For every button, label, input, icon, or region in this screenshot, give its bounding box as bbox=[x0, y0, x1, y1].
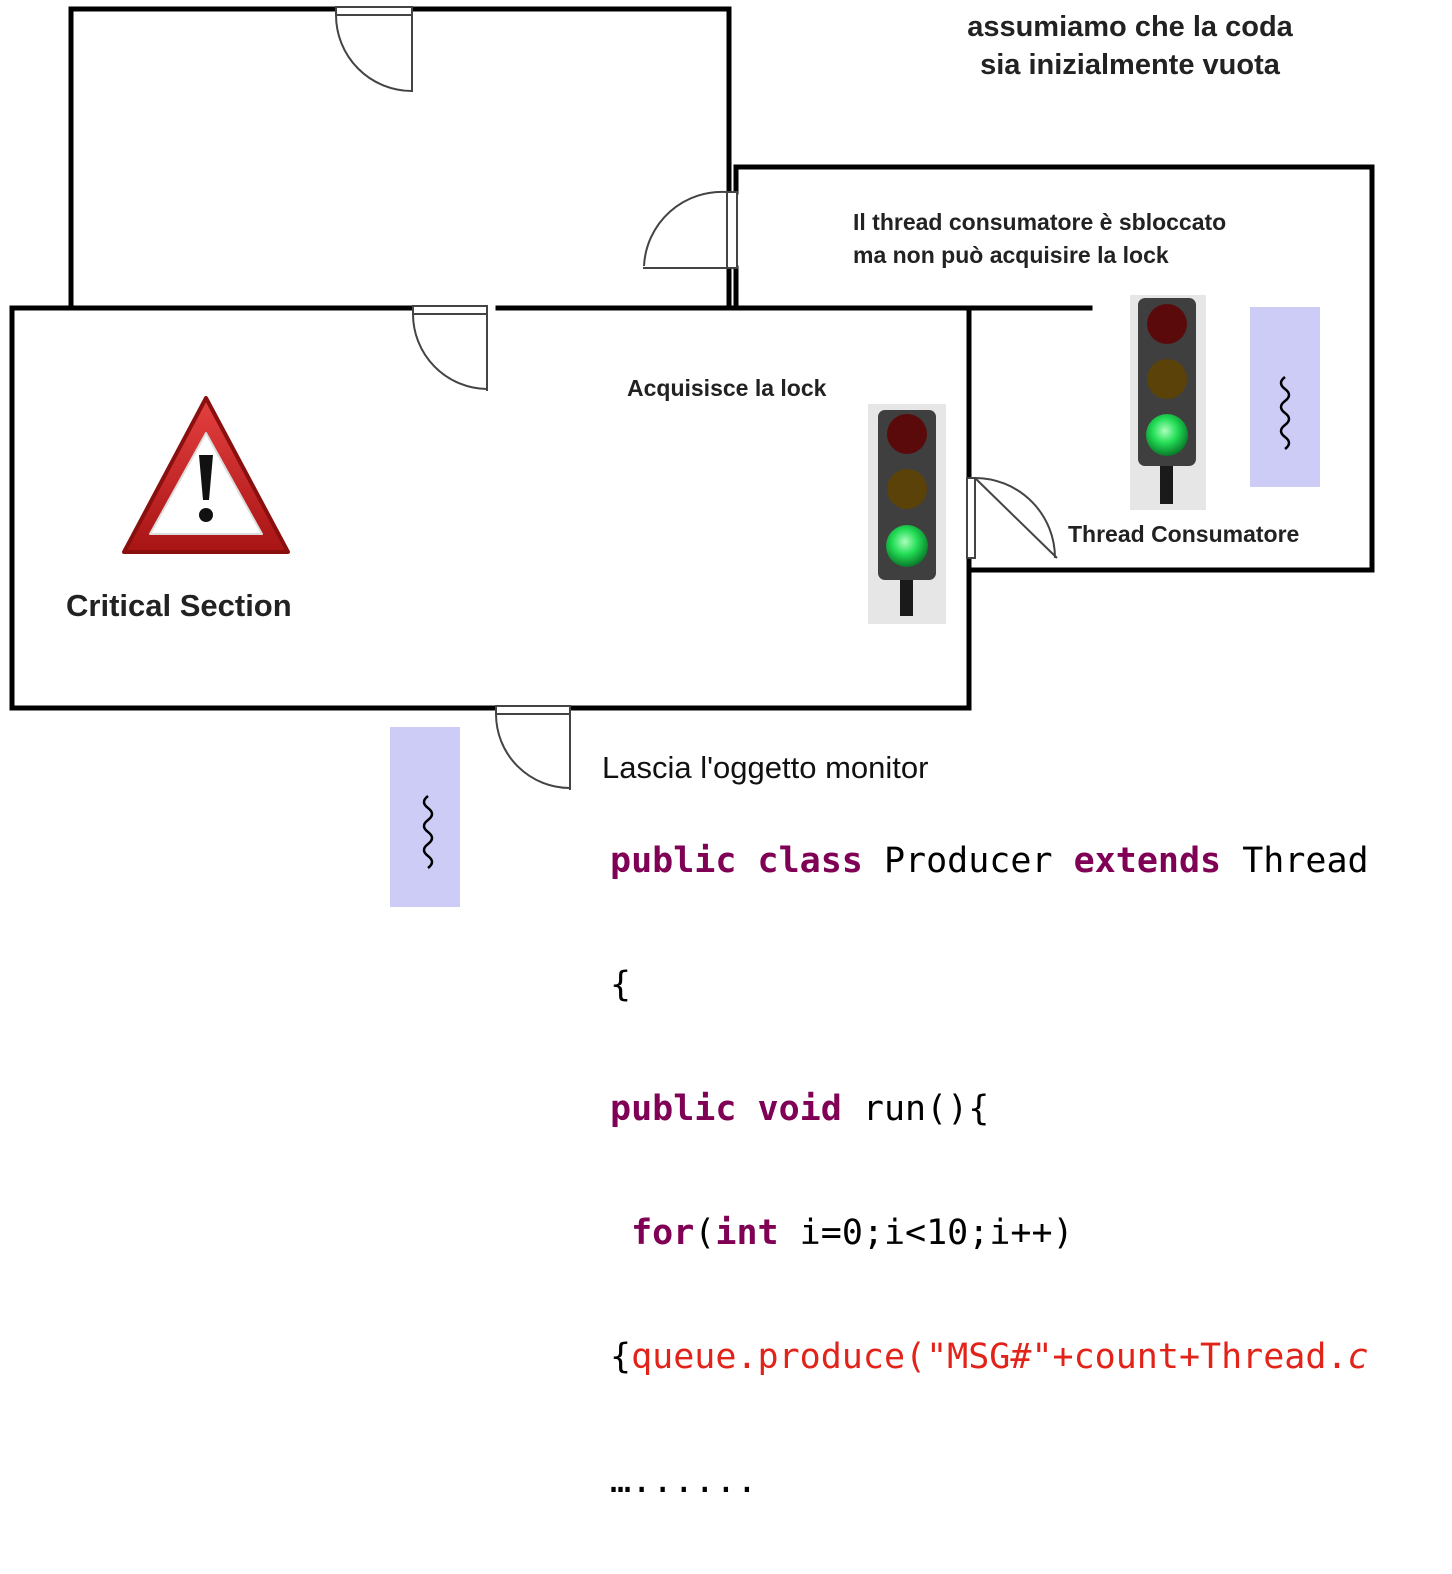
initial-queue-note-line2: sia inizialmente vuota bbox=[980, 49, 1280, 81]
code-call: queue.produce("MSG#"+count+Thread. bbox=[631, 1337, 1348, 1377]
thread-consumer-label: Thread Consumatore bbox=[1068, 521, 1300, 547]
consumer-status-note-line2: ma non può acquisire la lock bbox=[853, 242, 1169, 268]
code-method: run(){ bbox=[862, 1089, 990, 1129]
code-line-5: {queue.produce("MSG#"+count+Thread.c bbox=[610, 1326, 1452, 1388]
code-keyword: public bbox=[610, 841, 737, 881]
code-line-1: public class Producer extends Thread bbox=[610, 830, 1452, 892]
code-loop-expr: i=0;i<10;i++) bbox=[799, 1213, 1074, 1253]
room-back bbox=[68, 6, 732, 307]
door-back-right bbox=[643, 190, 738, 269]
code-call-cut: c bbox=[1347, 1337, 1369, 1377]
door-bottom-main bbox=[495, 705, 571, 790]
door-top-main bbox=[412, 305, 488, 391]
acquire-lock-label: Acquisisce la lock bbox=[627, 375, 827, 401]
code-type: Thread bbox=[1242, 841, 1369, 881]
code-brace: { bbox=[610, 1337, 632, 1377]
door-main-right bbox=[966, 477, 1058, 559]
code-keyword: int bbox=[715, 1213, 779, 1253]
warning-triangle-icon bbox=[122, 396, 290, 554]
traffic-light-main-icon bbox=[868, 404, 946, 624]
code-line-4: for(int i=0;i<10;i++) bbox=[610, 1202, 1452, 1264]
floor-plan-diagram bbox=[9, 6, 1375, 907]
code-keyword: extends bbox=[1073, 841, 1222, 881]
initial-queue-note: assumiamo che la coda sia inizialmente v… bbox=[920, 8, 1340, 84]
room-consumer bbox=[733, 164, 1375, 573]
leave-monitor-label: Lascia l'oggetto monitor bbox=[602, 750, 929, 785]
traffic-light-consumer-icon bbox=[1130, 295, 1206, 510]
door-top-back bbox=[335, 6, 413, 92]
code-keyword: public bbox=[610, 1089, 737, 1129]
code-keyword: void bbox=[757, 1089, 842, 1129]
code-paren: ( bbox=[694, 1213, 716, 1253]
code-line-2: { bbox=[610, 965, 632, 1005]
consumer-status-note-line1: Il thread consumatore è sbloccato bbox=[853, 209, 1227, 235]
room-critical-section bbox=[9, 305, 1093, 711]
producer-code-block: public class Producer extends Thread { p… bbox=[610, 768, 1452, 1574]
code-keyword: for bbox=[631, 1213, 695, 1253]
consumer-thread-icon bbox=[1250, 307, 1320, 487]
code-keyword: class bbox=[757, 841, 863, 881]
consumer-status-note: Il thread consumatore è sbloccato ma non… bbox=[853, 206, 1226, 272]
critical-section-label: Critical Section bbox=[66, 588, 292, 623]
code-class-name: Producer bbox=[883, 841, 1053, 881]
initial-queue-note-line1: assumiamo che la coda bbox=[967, 11, 1293, 43]
producer-thread-icon bbox=[390, 727, 460, 907]
code-line-6: …...... bbox=[610, 1461, 758, 1501]
code-line-3: public void run(){ bbox=[610, 1078, 1452, 1140]
